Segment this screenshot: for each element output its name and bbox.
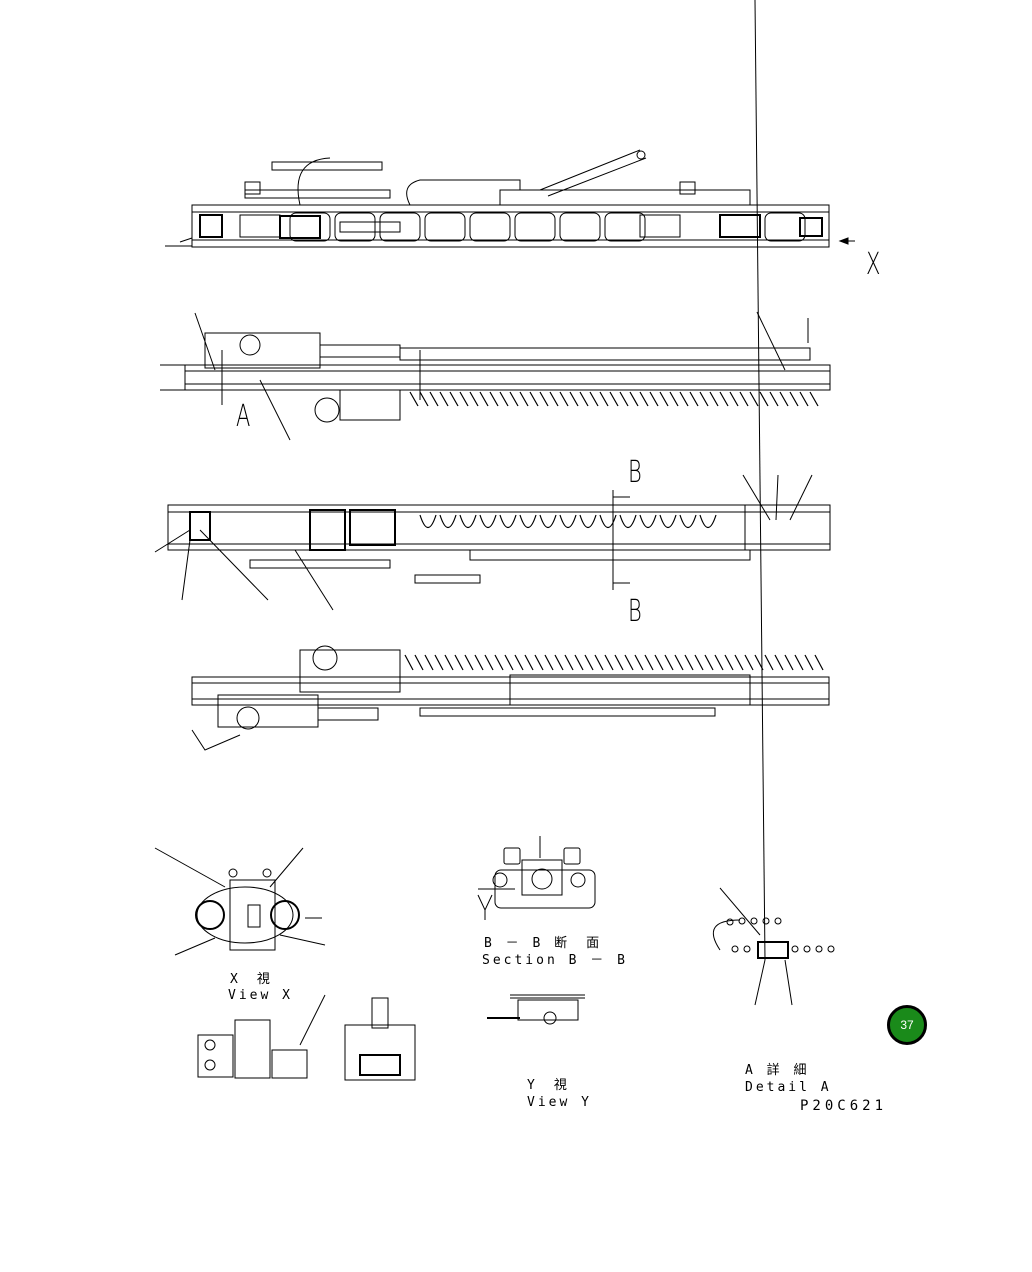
view-y-drawing xyxy=(487,994,585,1025)
section-bb-title-jp: B － B 断 面 xyxy=(484,936,603,951)
detail-a-drawing xyxy=(712,0,835,1006)
drawing-number: P20C621 xyxy=(800,1098,888,1114)
detail-a-title-en: Detail A xyxy=(745,1080,832,1095)
detail-a-marker-label: A xyxy=(236,399,251,434)
section-bb-drawing xyxy=(477,836,596,920)
view-x-arrow-label: X xyxy=(866,247,881,282)
view-x-side-details xyxy=(197,994,416,1081)
section-b-marker-top: B xyxy=(628,455,642,490)
view-y-title-jp: Y 視 xyxy=(527,1078,570,1093)
view-x-title-jp: X 視 xyxy=(230,972,273,987)
side-view-3-assembly xyxy=(191,645,830,751)
top-view-assembly xyxy=(165,149,855,248)
side-view-2-assembly xyxy=(154,474,831,611)
view-x-drawing xyxy=(154,847,326,956)
view-y-title-en: View Y xyxy=(527,1095,592,1110)
view-x-title-en: View X xyxy=(228,988,293,1003)
section-bb-title-en: Section B － B xyxy=(482,953,628,968)
section-b-marker-bottom: B xyxy=(628,594,642,629)
page-number: 37 xyxy=(900,1018,914,1032)
page-number-badge[interactable]: 37 xyxy=(887,1005,927,1045)
detail-a-title-jp: A 詳 細 xyxy=(745,1063,810,1078)
side-view-1-assembly xyxy=(160,311,831,441)
